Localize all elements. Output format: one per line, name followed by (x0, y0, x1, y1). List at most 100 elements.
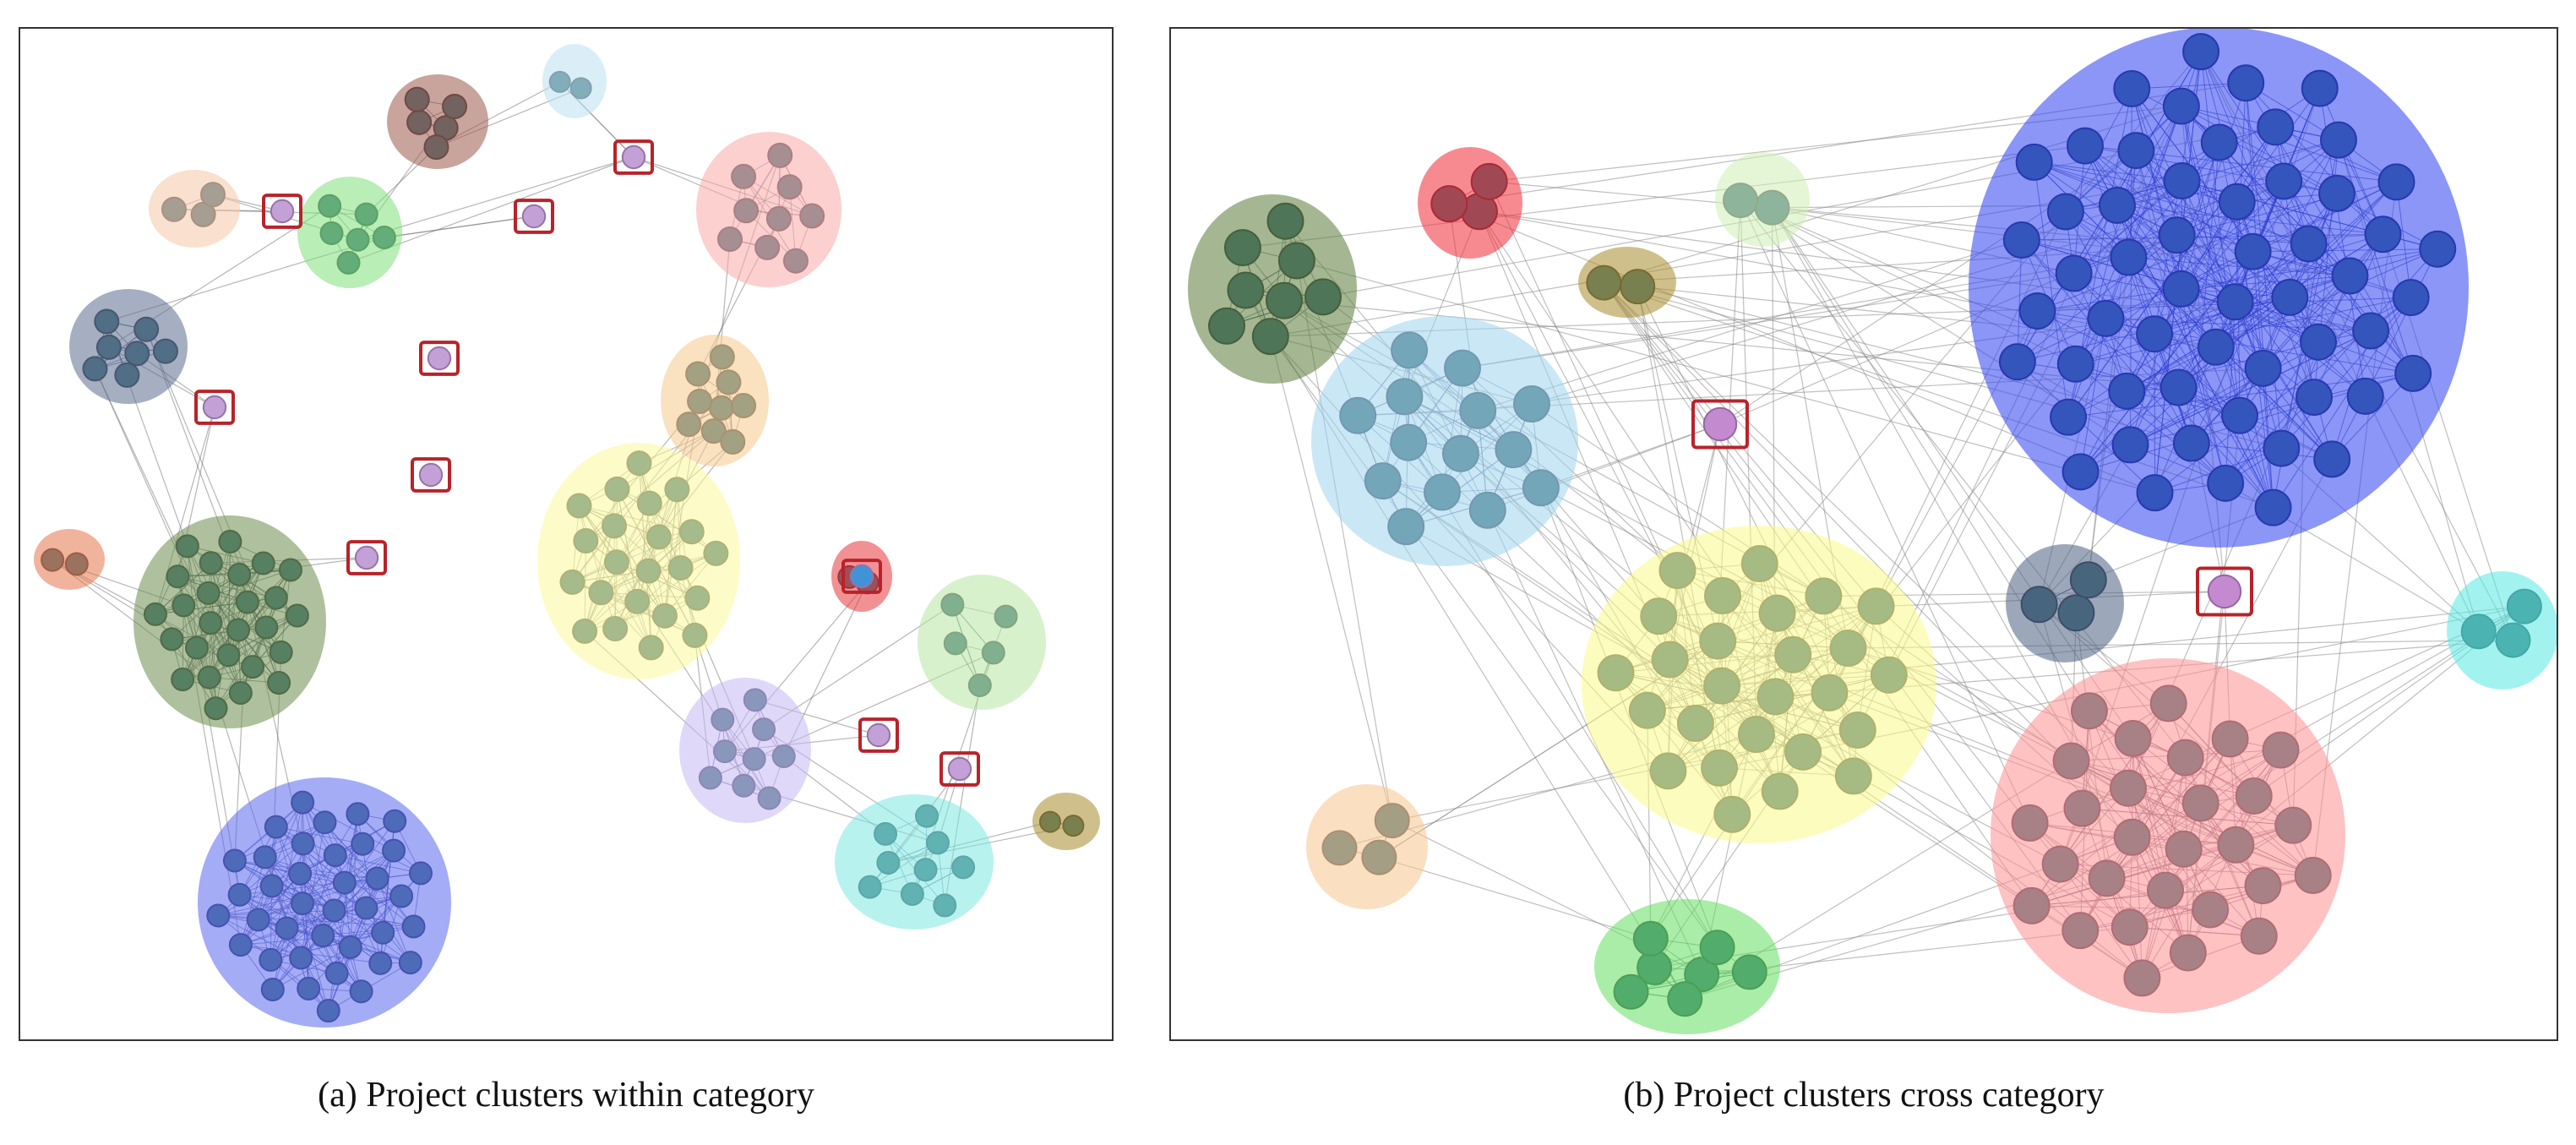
graph-node (603, 549, 629, 575)
graph-node (602, 513, 628, 539)
graph-node (1834, 757, 1872, 795)
graph-node (1597, 654, 1635, 692)
highlighted-outliers (194, 139, 980, 787)
graph-node (406, 109, 433, 135)
graph-node (1522, 469, 1560, 507)
graph-node (2061, 453, 2099, 491)
graph-node (204, 696, 228, 721)
graph-node (2136, 474, 2174, 512)
graph-node (2163, 161, 2201, 199)
graph-node (994, 604, 1018, 629)
graph-node (228, 681, 253, 706)
graph-node (2506, 588, 2542, 624)
graph-node (2319, 121, 2357, 159)
graph-node (1586, 264, 1622, 301)
graph-node (1321, 830, 1358, 866)
graph-node (698, 766, 722, 790)
inter-cluster-edge (1848, 639, 2513, 649)
inter-cluster-edge (1296, 259, 2155, 493)
graph-node (383, 809, 407, 833)
graph-node (2234, 232, 2272, 270)
graph-node (285, 603, 309, 628)
graph-node (382, 838, 406, 863)
graph-node (323, 843, 347, 868)
graph-node (1459, 391, 1497, 429)
graph-node (1512, 385, 1550, 423)
network-graph-a (34, 44, 1100, 1028)
inter-cluster-edge (1379, 857, 1652, 940)
graph-node (767, 142, 793, 168)
graph-node (678, 519, 705, 545)
graph-node (2069, 561, 2107, 599)
graph-node (1390, 423, 1428, 461)
graph-node (1811, 673, 1849, 712)
graph-node (336, 250, 361, 275)
graph-node (2495, 622, 2531, 658)
graph-node (318, 194, 342, 218)
graph-node (765, 205, 792, 232)
graph-node (226, 618, 251, 642)
graph-node (711, 707, 735, 732)
graph-node (2162, 87, 2200, 125)
graph-node (260, 977, 285, 1001)
inter-cluster-edge (1603, 282, 2129, 789)
graph-node (346, 802, 370, 826)
graph-node (1339, 396, 1377, 434)
graph-node (291, 790, 315, 815)
graph-node (684, 585, 711, 611)
graph-node (548, 70, 571, 93)
graph-node (259, 874, 284, 898)
graph-node (2066, 127, 2104, 165)
graph-node (171, 668, 195, 692)
graph-node (228, 933, 253, 957)
graph-node (2002, 221, 2040, 259)
graph-node (2147, 871, 2185, 909)
graph-node (1703, 667, 1741, 705)
highlight-box (939, 751, 980, 787)
graph-node (2182, 33, 2220, 71)
graph-node (2346, 377, 2384, 415)
graph-node (742, 747, 766, 772)
graph-node (124, 341, 150, 367)
graph-node (1207, 307, 1245, 345)
graph-node (2113, 69, 2151, 107)
graph-node (588, 580, 614, 606)
highlight-box (419, 341, 460, 376)
graph-node (2227, 64, 2265, 102)
graph-node (667, 554, 694, 581)
graph-node (709, 344, 735, 370)
graph-node (2394, 354, 2432, 392)
graph-node (253, 845, 277, 870)
highlight-box (262, 194, 302, 229)
graph-node (1640, 597, 1678, 635)
graph-node (235, 590, 259, 614)
graph-node (264, 815, 288, 839)
graph-node (2063, 789, 2101, 827)
highlight-box (194, 390, 235, 425)
caption-panel-a: (a) Project clusters within category (318, 1076, 814, 1115)
graph-node (2169, 934, 2207, 972)
graph-node (222, 848, 247, 873)
graph-node (2087, 299, 2125, 337)
graph-node (319, 221, 344, 245)
outlier-node (354, 545, 379, 570)
graph-node (161, 196, 187, 222)
graph-node (2117, 132, 2155, 170)
graph-node (289, 946, 313, 970)
graph-node (1387, 508, 1425, 546)
graph-node (175, 534, 199, 559)
graph-node (227, 562, 252, 586)
inter-cluster-edge (1740, 199, 2031, 824)
graph-node (227, 882, 252, 907)
graph-node (1386, 378, 1424, 416)
graph-node (1699, 622, 1737, 660)
outlier-node (621, 144, 646, 170)
graph-node (1704, 576, 1742, 614)
graph-node (2136, 315, 2174, 353)
graph-node (2020, 586, 2058, 624)
graph-node (423, 134, 449, 161)
graph-node (338, 935, 362, 959)
graph-node (41, 548, 65, 572)
graph-node (1649, 752, 1687, 790)
graph-node (2257, 108, 2295, 146)
